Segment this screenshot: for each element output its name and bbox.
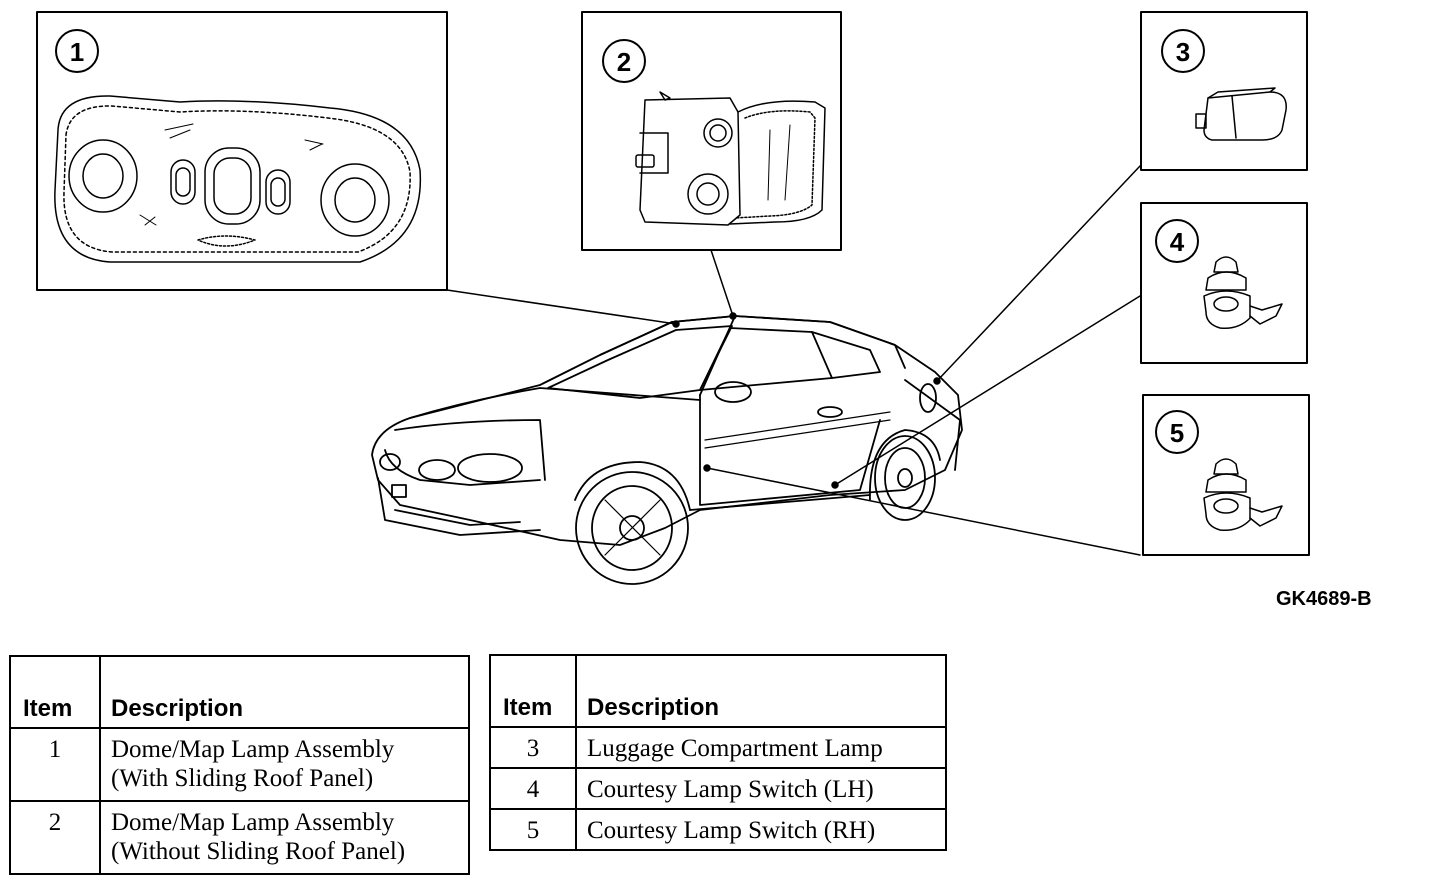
detail-box-4: 4 (1140, 202, 1308, 364)
callout-number-3: 3 (1176, 37, 1190, 67)
header-item: Item (9, 655, 101, 729)
item-number: 1 (9, 727, 101, 802)
item-number: 5 (489, 808, 577, 851)
leader-line-2 (710, 249, 734, 317)
leader-line-3 (936, 165, 1141, 382)
legend-table-1: Item Description 1 Dome/Map Lamp Assembl… (9, 655, 470, 875)
dome-lamp-no-roof-icon (635, 91, 826, 226)
leader-line-4 (834, 295, 1141, 486)
table-row: 1 Dome/Map Lamp Assembly (With Sliding R… (9, 727, 470, 802)
courtesy-switch-rh-icon (1203, 458, 1283, 532)
item-number: 3 (489, 726, 577, 769)
legend-table-2: Item Description 3 Luggage Compartment L… (489, 654, 947, 851)
description-line: (Without Sliding Roof Panel) (111, 838, 406, 865)
item-description: Dome/Map Lamp Assembly (Without Sliding … (99, 800, 470, 875)
header-item: Item (489, 654, 577, 728)
luggage-lamp-icon (1195, 87, 1287, 141)
description-line: (With Sliding Roof Panel) (111, 765, 374, 792)
callout-number-5: 5 (1170, 418, 1184, 448)
detail-box-2: 2 (581, 11, 842, 251)
table-row: 2 Dome/Map Lamp Assembly (Without Slidin… (9, 800, 470, 875)
detail-box-5: 5 (1142, 394, 1310, 556)
description-line: Dome/Map Lamp Assembly (111, 809, 395, 836)
callout-number-4: 4 (1170, 227, 1185, 257)
leader-dot-4 (831, 481, 839, 489)
table-row: 3 Luggage Compartment Lamp (489, 726, 947, 769)
item-description: Courtesy Lamp Switch (LH) (575, 767, 947, 810)
table-row: 5 Courtesy Lamp Switch (RH) (489, 808, 947, 851)
figure-code: GK4689-B (1276, 588, 1372, 610)
item-description: Luggage Compartment Lamp (575, 726, 947, 769)
detail-box-1: 1 (36, 11, 448, 291)
callout-number-2: 2 (617, 47, 631, 77)
vehicle-drawing (371, 315, 963, 585)
lamp-location-diagram: 1 2 (36, 11, 1310, 585)
leader-dot-5 (703, 464, 711, 472)
header-description: Description (99, 655, 470, 729)
header-description: Description (575, 654, 947, 728)
courtesy-switch-lh-icon (1203, 256, 1283, 330)
detail-box-3: 3 (1140, 11, 1308, 171)
item-number: 2 (9, 800, 101, 875)
callout-number-1: 1 (70, 37, 84, 67)
table-row: 4 Courtesy Lamp Switch (LH) (489, 767, 947, 810)
item-number: 4 (489, 767, 577, 810)
item-description: Courtesy Lamp Switch (RH) (575, 808, 947, 851)
dome-lamp-sliding-roof-icon (54, 95, 422, 263)
leader-dot-3 (933, 377, 941, 385)
item-description: Dome/Map Lamp Assembly (With Sliding Roo… (99, 727, 470, 802)
description-line: Dome/Map Lamp Assembly (111, 736, 395, 763)
leader-line-1 (446, 289, 677, 325)
